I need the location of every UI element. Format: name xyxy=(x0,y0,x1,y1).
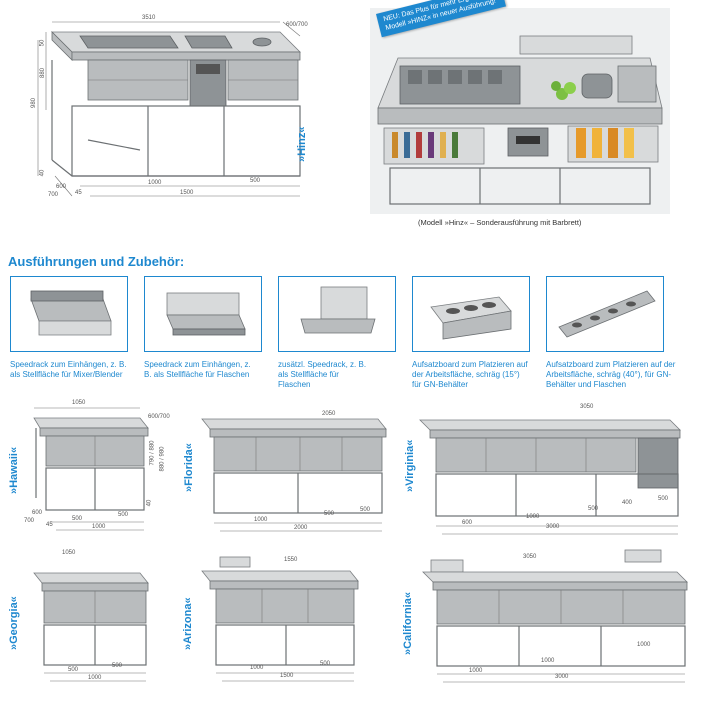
florida-dim-500a: 500 xyxy=(324,511,335,517)
virginia-dim-400: 400 xyxy=(622,500,633,506)
virginia-dim-3000: 3000 xyxy=(546,524,560,530)
virginia-dim-500a: 500 xyxy=(588,506,599,512)
hawaii-dim-h1: 790 / 880 xyxy=(149,440,156,466)
hinz-dim-700: 700 xyxy=(48,192,59,198)
hawaii-dim-45: 45 xyxy=(46,522,53,528)
georgia-dim-width: 1050 xyxy=(62,550,76,556)
hawaii-dim-600: 600 xyxy=(32,510,43,516)
georgia-model-label: »Georgia« xyxy=(8,596,20,650)
accessory-text-2: Speedrack zum Einhängen, z. B. als Stell… xyxy=(144,360,251,379)
florida-dim-500b: 500 xyxy=(360,507,371,513)
arizona-dim-1500: 1500 xyxy=(280,673,294,679)
hawaii-dim-40: 40 xyxy=(146,499,153,507)
accessory-image-3 xyxy=(278,276,396,352)
arizona-drawing: 1550 1000 500 1500 xyxy=(192,555,367,685)
florida-model-label: »Florida« xyxy=(183,443,195,492)
hinz-drawing: 3510 600/700 50 880 980 40 600 700 45 10… xyxy=(0,0,330,230)
hinz-dim-600: 600 xyxy=(56,184,67,190)
hinz-dim-1000: 1000 xyxy=(148,180,162,186)
georgia-dim-1000: 1000 xyxy=(88,675,102,681)
florida-drawing: 2050 1000 500 500 2000 xyxy=(190,405,400,540)
georgia-dim-500b: 500 xyxy=(112,663,123,669)
virginia-dim-width: 3050 xyxy=(580,404,594,410)
hinz-photo-illustration xyxy=(370,8,670,214)
virginia-drawing: 3050 600 1000 500 400 500 3000 xyxy=(412,398,697,543)
virginia-dim-500b: 500 xyxy=(658,496,669,502)
accessory-image-5 xyxy=(546,276,664,352)
accessory-text-5: Aufsatzboard zum Platzieren auf der Arbe… xyxy=(546,360,676,389)
california-model-label: »California« xyxy=(402,592,414,655)
hawaii-dim-h2: 880 / 980 xyxy=(159,446,166,472)
hawaii-dim-500a: 500 xyxy=(72,516,83,522)
florida-dim-width: 2050 xyxy=(322,411,336,417)
hawaii-dim-700: 700 xyxy=(24,518,35,524)
georgia-dim-500a: 500 xyxy=(68,667,79,673)
hinz-dim-40: 40 xyxy=(39,169,46,177)
hawaii-dim-width: 1050 xyxy=(72,400,86,406)
accessory-image-2 xyxy=(144,276,262,352)
california-dim-1000b: 1000 xyxy=(541,658,555,664)
hinz-dim-1500: 1500 xyxy=(180,190,194,196)
section-heading: Ausführungen und Zubehör: xyxy=(8,254,185,269)
hinz-dim-45: 45 xyxy=(75,190,82,196)
accessory-text-3: zusätzl. Speedrack, z. B. als Stellfläch… xyxy=(278,360,367,389)
virginia-dim-1000: 1000 xyxy=(526,514,540,520)
california-dim-width: 3050 xyxy=(523,554,537,560)
virginia-model-label: »Virginia« xyxy=(404,439,416,492)
hinz-dim-980: 980 xyxy=(31,97,38,109)
hinz-dim-top: 50 xyxy=(39,39,46,47)
accessory-text-4: Aufsatzboard zum Platzieren auf der Arbe… xyxy=(412,360,528,389)
photo-caption: (Modell »Hinz« – Sonderausführung mit Ba… xyxy=(418,218,582,227)
hawaii-drawing: 1050 600/700 790 / 880 880 / 980 40 600 … xyxy=(0,398,180,548)
california-drawing: 3050 1000 1000 1000 3000 xyxy=(415,548,697,688)
hawaii-dim-1000: 1000 xyxy=(92,524,106,530)
accessory-image-1 xyxy=(10,276,128,352)
hawaii-dim-depth: 600/700 xyxy=(148,414,170,420)
california-dim-1000a: 1000 xyxy=(469,668,483,674)
california-dim-1000c: 1000 xyxy=(637,642,651,648)
hinz-counter-illustration xyxy=(37,21,301,197)
hinz-dim-880: 880 xyxy=(40,67,47,79)
hinz-dim-500: 500 xyxy=(250,178,261,184)
florida-dim-1000: 1000 xyxy=(254,517,268,523)
florida-dim-2000: 2000 xyxy=(294,525,308,531)
hinz-dim-width: 3510 xyxy=(142,15,156,21)
georgia-drawing: 1050 500 500 1000 xyxy=(20,550,160,685)
arizona-dim-width: 1550 xyxy=(284,557,298,563)
arizona-dim-500: 500 xyxy=(320,661,331,667)
hawaii-model-label-side: »Hawaii« xyxy=(8,446,20,494)
hinz-photo: NEU: Das Plus für mehr Ergonomie – Model… xyxy=(370,0,670,214)
hinz-model-label: »Hinz« xyxy=(296,126,308,162)
hawaii-dim-500b: 500 xyxy=(118,512,129,518)
hinz-dim-depth: 600/700 xyxy=(286,22,308,28)
california-dim-3000: 3000 xyxy=(555,674,569,680)
accessory-text-1: Speedrack zum Einhängen, z. B. als Stell… xyxy=(10,360,127,379)
arizona-model-label: »Arizona« xyxy=(182,597,194,650)
arizona-dim-1000: 1000 xyxy=(250,665,264,671)
virginia-dim-600: 600 xyxy=(462,520,473,526)
accessory-image-4 xyxy=(412,276,530,352)
